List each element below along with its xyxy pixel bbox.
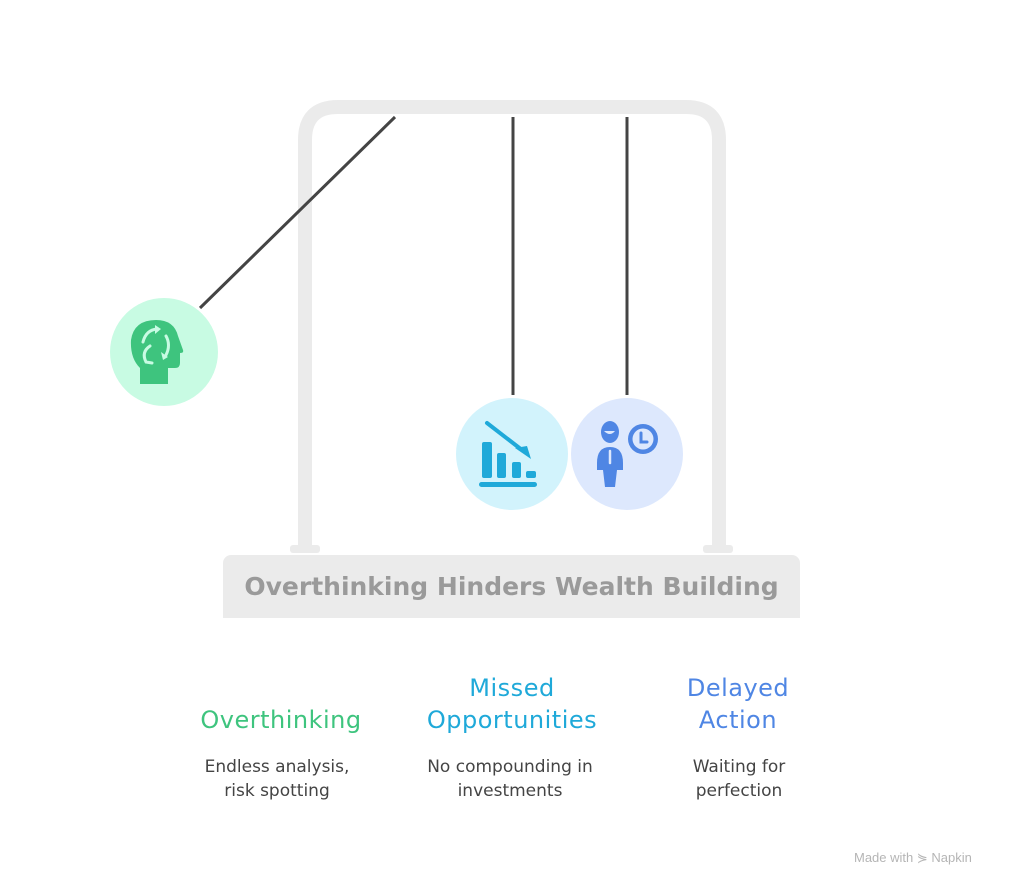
desc-overthinking-line1: Endless analysis, xyxy=(204,757,350,777)
desc-delayed-line2: perfection xyxy=(695,781,783,801)
heading-missed-line1: Missed xyxy=(469,674,555,702)
string-overthinking xyxy=(198,115,397,310)
heading-missed-line2: Opportunities xyxy=(426,706,598,734)
desc-missed-line2: investments xyxy=(457,781,563,801)
ball-missed xyxy=(456,398,568,510)
head-cycle-icon xyxy=(130,320,184,384)
napkin-brand: Made with ⋟ Napkin xyxy=(854,850,972,865)
heading-delayed-line2: Action xyxy=(698,706,778,734)
heading-overthinking: Overthinking xyxy=(200,706,362,734)
desc-delayed-line1: Waiting for xyxy=(692,757,786,777)
desc-missed-line1: No compounding in xyxy=(427,757,593,777)
diagram-title: Overthinking Hinders Wealth Building xyxy=(223,555,800,618)
frame-foot-right xyxy=(703,545,733,553)
declining-chart-icon xyxy=(479,421,537,487)
person-clock-icon xyxy=(597,421,658,487)
frame-foot-left xyxy=(290,545,320,553)
cradle-frame xyxy=(298,100,726,548)
heading-delayed-line1: Delayed xyxy=(686,674,790,702)
ball-delayed xyxy=(571,398,683,510)
desc-overthinking-line2: risk spotting xyxy=(224,781,330,801)
